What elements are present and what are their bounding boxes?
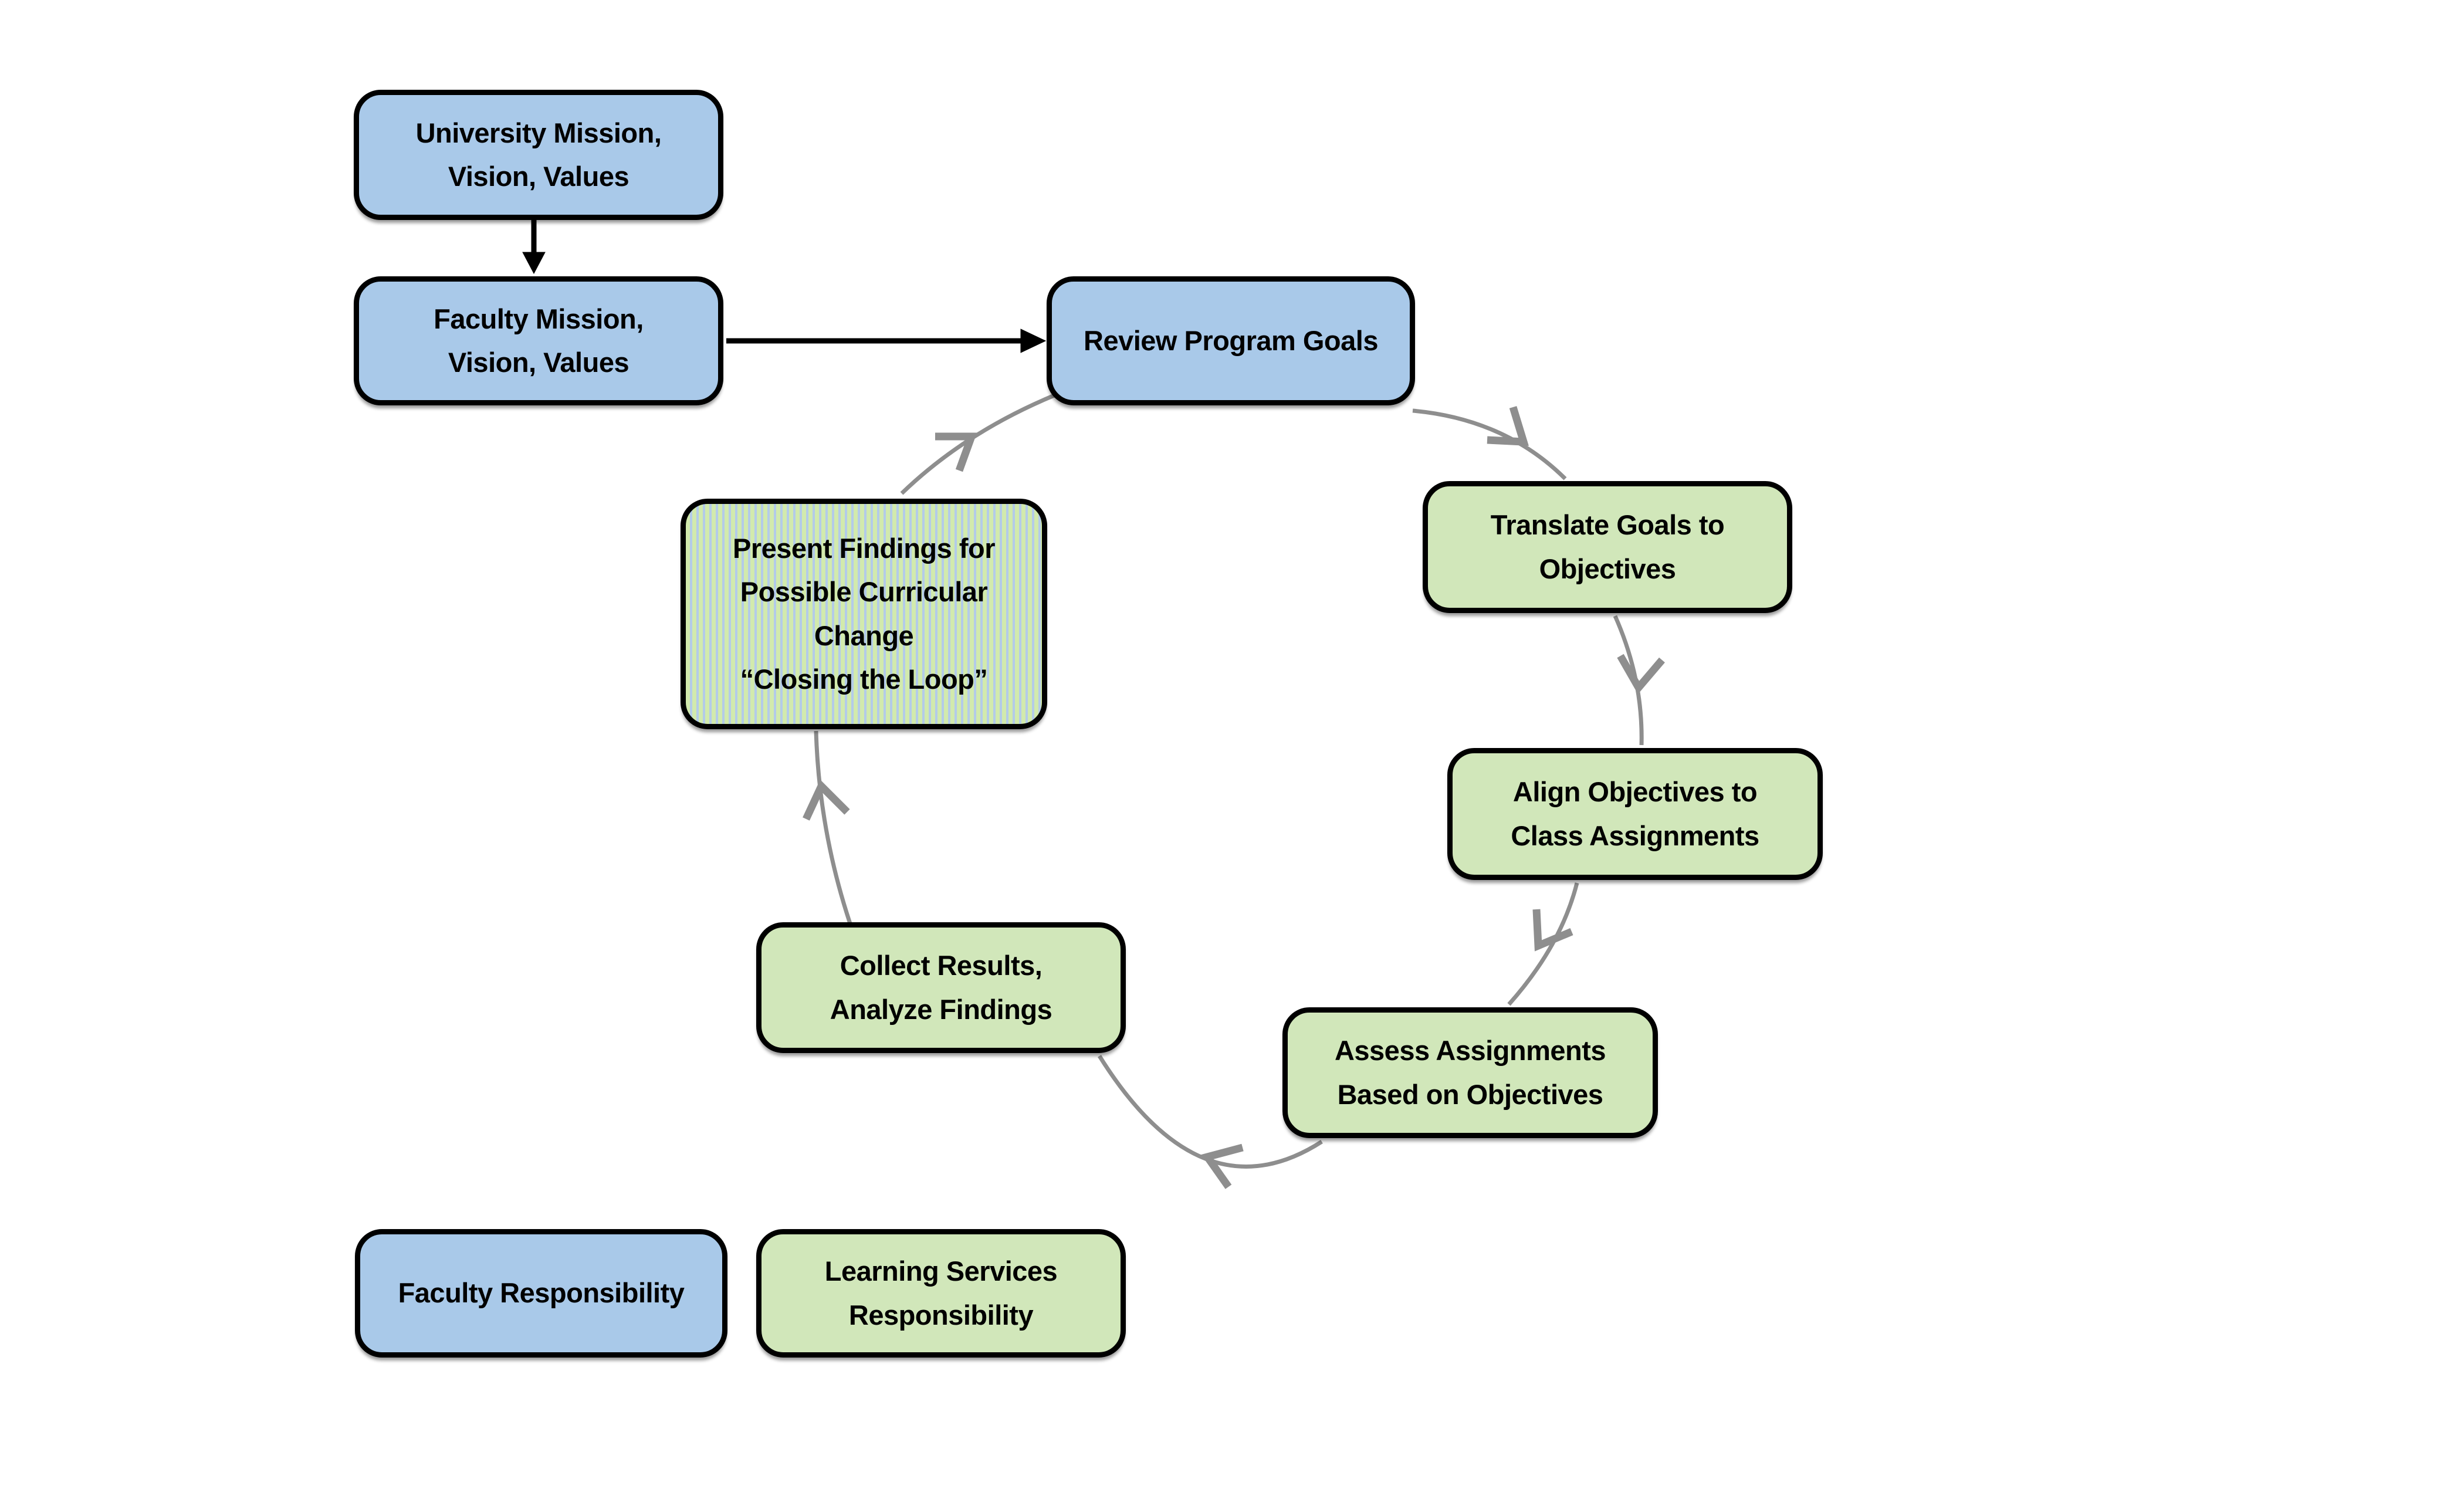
node-collect-results-label: Collect Results, Analyze Findings <box>830 950 1052 1025</box>
cycle-arc-align-to-assess <box>1507 882 1579 1006</box>
legend-learning-services-responsibility-label: Learning Services Responsibility <box>824 1255 1058 1331</box>
node-translate-goals-label: Translate Goals to Objectives <box>1490 509 1725 584</box>
node-university-mission: University Mission, Vision, Values <box>354 90 723 220</box>
node-review-program-goals-label: Review Program Goals <box>1084 324 1378 356</box>
cycle-arc-translate-to-align <box>1613 615 1644 746</box>
arrow-faculty-to-review-head <box>1020 329 1047 353</box>
node-collect-results: Collect Results, Analyze Findings <box>756 922 1126 1053</box>
legend-faculty-responsibility: Faculty Responsibility <box>355 1229 727 1358</box>
cycle-arrowhead-assess-to-collect <box>1201 1143 1244 1189</box>
node-university-mission-label: University Mission, Vision, Values <box>415 117 662 192</box>
node-faculty-mission-label: Faculty Mission, Vision, Values <box>434 303 644 378</box>
node-review-program-goals: Review Program Goals <box>1047 276 1415 405</box>
cycle-arrowhead-collect-to-present <box>803 779 850 821</box>
cycle-arc-review-to-translate <box>1412 408 1567 480</box>
legend-faculty-responsibility-label: Faculty Responsibility <box>398 1277 685 1309</box>
node-present-findings-label: Present Findings for Possible Curricular… <box>733 533 996 695</box>
cycle-arrowhead-translate-to-align <box>1617 654 1665 695</box>
node-assess-assignments-label: Assess Assignments Based on Objectives <box>1334 1035 1606 1110</box>
node-present-findings: Present Findings for Possible Curricular… <box>681 499 1047 729</box>
node-align-objectives: Align Objectives to Class Assignments <box>1447 748 1823 880</box>
node-translate-goals: Translate Goals to Objectives <box>1423 481 1792 613</box>
node-assess-assignments: Assess Assignments Based on Objectives <box>1282 1007 1658 1138</box>
cycle-arc-collect-to-present <box>814 730 855 932</box>
arrow-university-to-faculty-head <box>522 252 546 275</box>
legend-learning-services-responsibility: Learning Services Responsibility <box>756 1229 1126 1358</box>
cycle-arc-present-to-review <box>900 393 1055 495</box>
cycle-arrowhead-align-to-assess <box>1532 909 1573 952</box>
cycle-arrowhead-review-to-translate <box>1487 406 1529 446</box>
node-align-objectives-label: Align Objectives to Class Assignments <box>1511 776 1759 851</box>
cycle-arrowhead-present-to-review <box>935 432 977 472</box>
node-faculty-mission: Faculty Mission, Vision, Values <box>354 276 723 405</box>
